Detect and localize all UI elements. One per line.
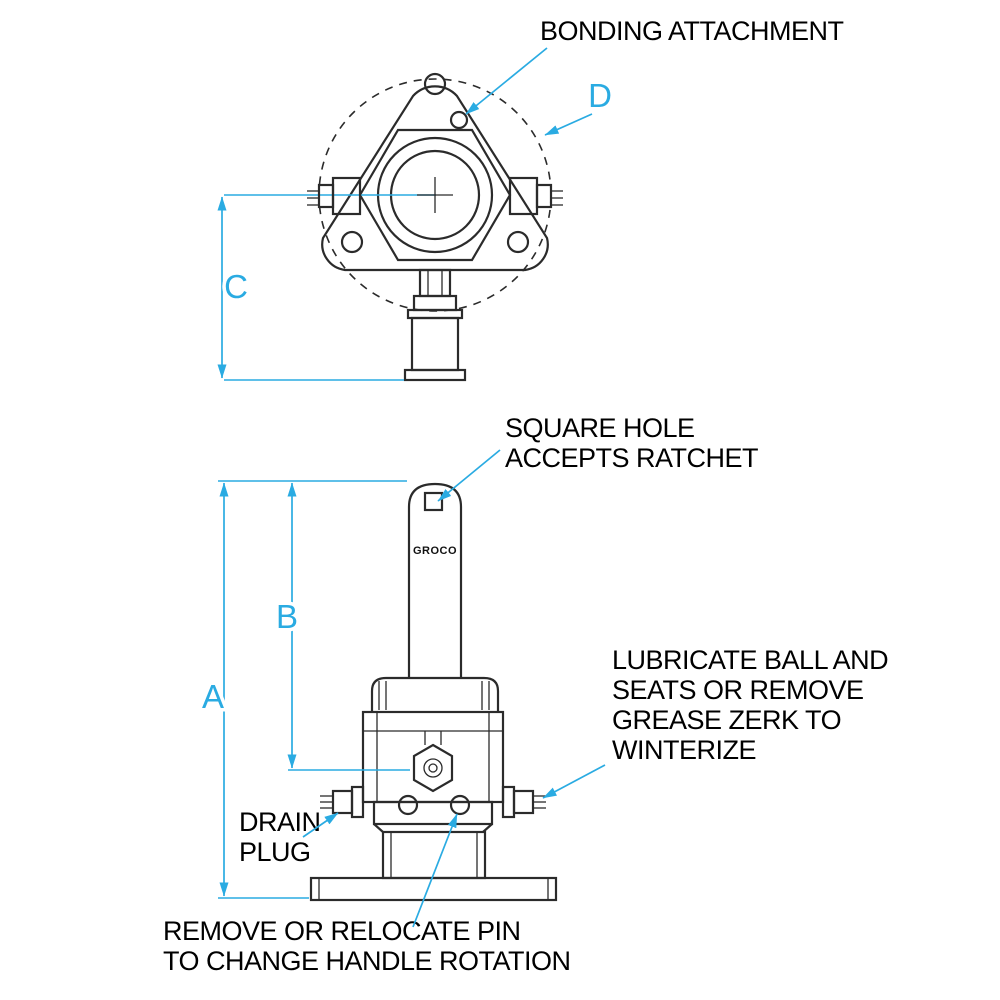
side-view: GROCO <box>163 413 889 976</box>
dimension-c: C <box>217 196 404 381</box>
dimension-b: B <box>272 482 410 771</box>
dim-a-label: A <box>202 678 224 715</box>
mounting-hole-right <box>506 230 530 254</box>
thru-hull-stem <box>403 268 467 382</box>
pin-hole-right <box>449 794 471 816</box>
pin-hole-left <box>397 794 419 816</box>
bonding-attachment-label: BONDING ATTACHMENT <box>540 16 844 46</box>
taper-left <box>373 823 384 833</box>
dim-c-label: C <box>224 268 248 305</box>
right-bonding-screw <box>508 176 563 216</box>
valve-body <box>361 710 505 804</box>
drain-plug-label-line1: DRAIN <box>239 807 321 837</box>
lubricate-leader <box>542 764 606 799</box>
bonding-attachment-hole <box>449 110 469 130</box>
square-ratchet-hole <box>423 491 444 512</box>
body-lower-band <box>372 800 494 826</box>
remove-pin-leader <box>412 813 458 928</box>
drain-plug-label-line2: PLUG <box>239 837 311 867</box>
drain-plug-leader <box>302 812 339 838</box>
mounting-hole-top <box>423 72 447 96</box>
right-side-plug <box>501 785 546 819</box>
base-flange <box>309 876 558 902</box>
left-bonding-screw <box>307 176 362 216</box>
mounting-hole-left <box>340 230 364 254</box>
square-hole-label-line2: ACCEPTS RATCHET <box>505 443 758 473</box>
lubricate-label-line3: GREASE ZERK TO <box>612 705 841 735</box>
drain-plug-bolt <box>320 785 365 819</box>
valve-handle <box>407 482 463 677</box>
packing-cap <box>370 676 500 712</box>
lubricate-label-line4: WINTERIZE <box>612 735 756 765</box>
square-hole-label-line1: SQUARE HOLE <box>505 413 695 443</box>
center-crosshair <box>417 177 453 213</box>
dim-d-label: D <box>588 77 612 114</box>
top-view: C BONDING ATTACHMENT D <box>217 16 844 382</box>
lubricate-label-line1: LUBRICATE BALL AND <box>612 645 888 675</box>
square-hole-leader <box>437 449 501 502</box>
remove-pin-label-line2: TO CHANGE HANDLE ROTATION <box>163 946 571 976</box>
taper-right <box>482 823 493 833</box>
lubricate-label-line2: SEATS OR REMOVE <box>612 675 864 705</box>
brand-logo: GROCO <box>413 545 457 557</box>
bonding-leader-line <box>465 47 548 115</box>
dimension-a: A <box>198 480 407 899</box>
dim-b-label: B <box>276 598 298 635</box>
flange-outline <box>321 85 549 272</box>
packing-cap-hatch <box>378 681 490 710</box>
grease-zerk <box>412 731 454 793</box>
dim-d-arrow <box>544 113 593 136</box>
remove-pin-label-line1: REMOVE OR RELOCATE PIN <box>163 916 521 946</box>
